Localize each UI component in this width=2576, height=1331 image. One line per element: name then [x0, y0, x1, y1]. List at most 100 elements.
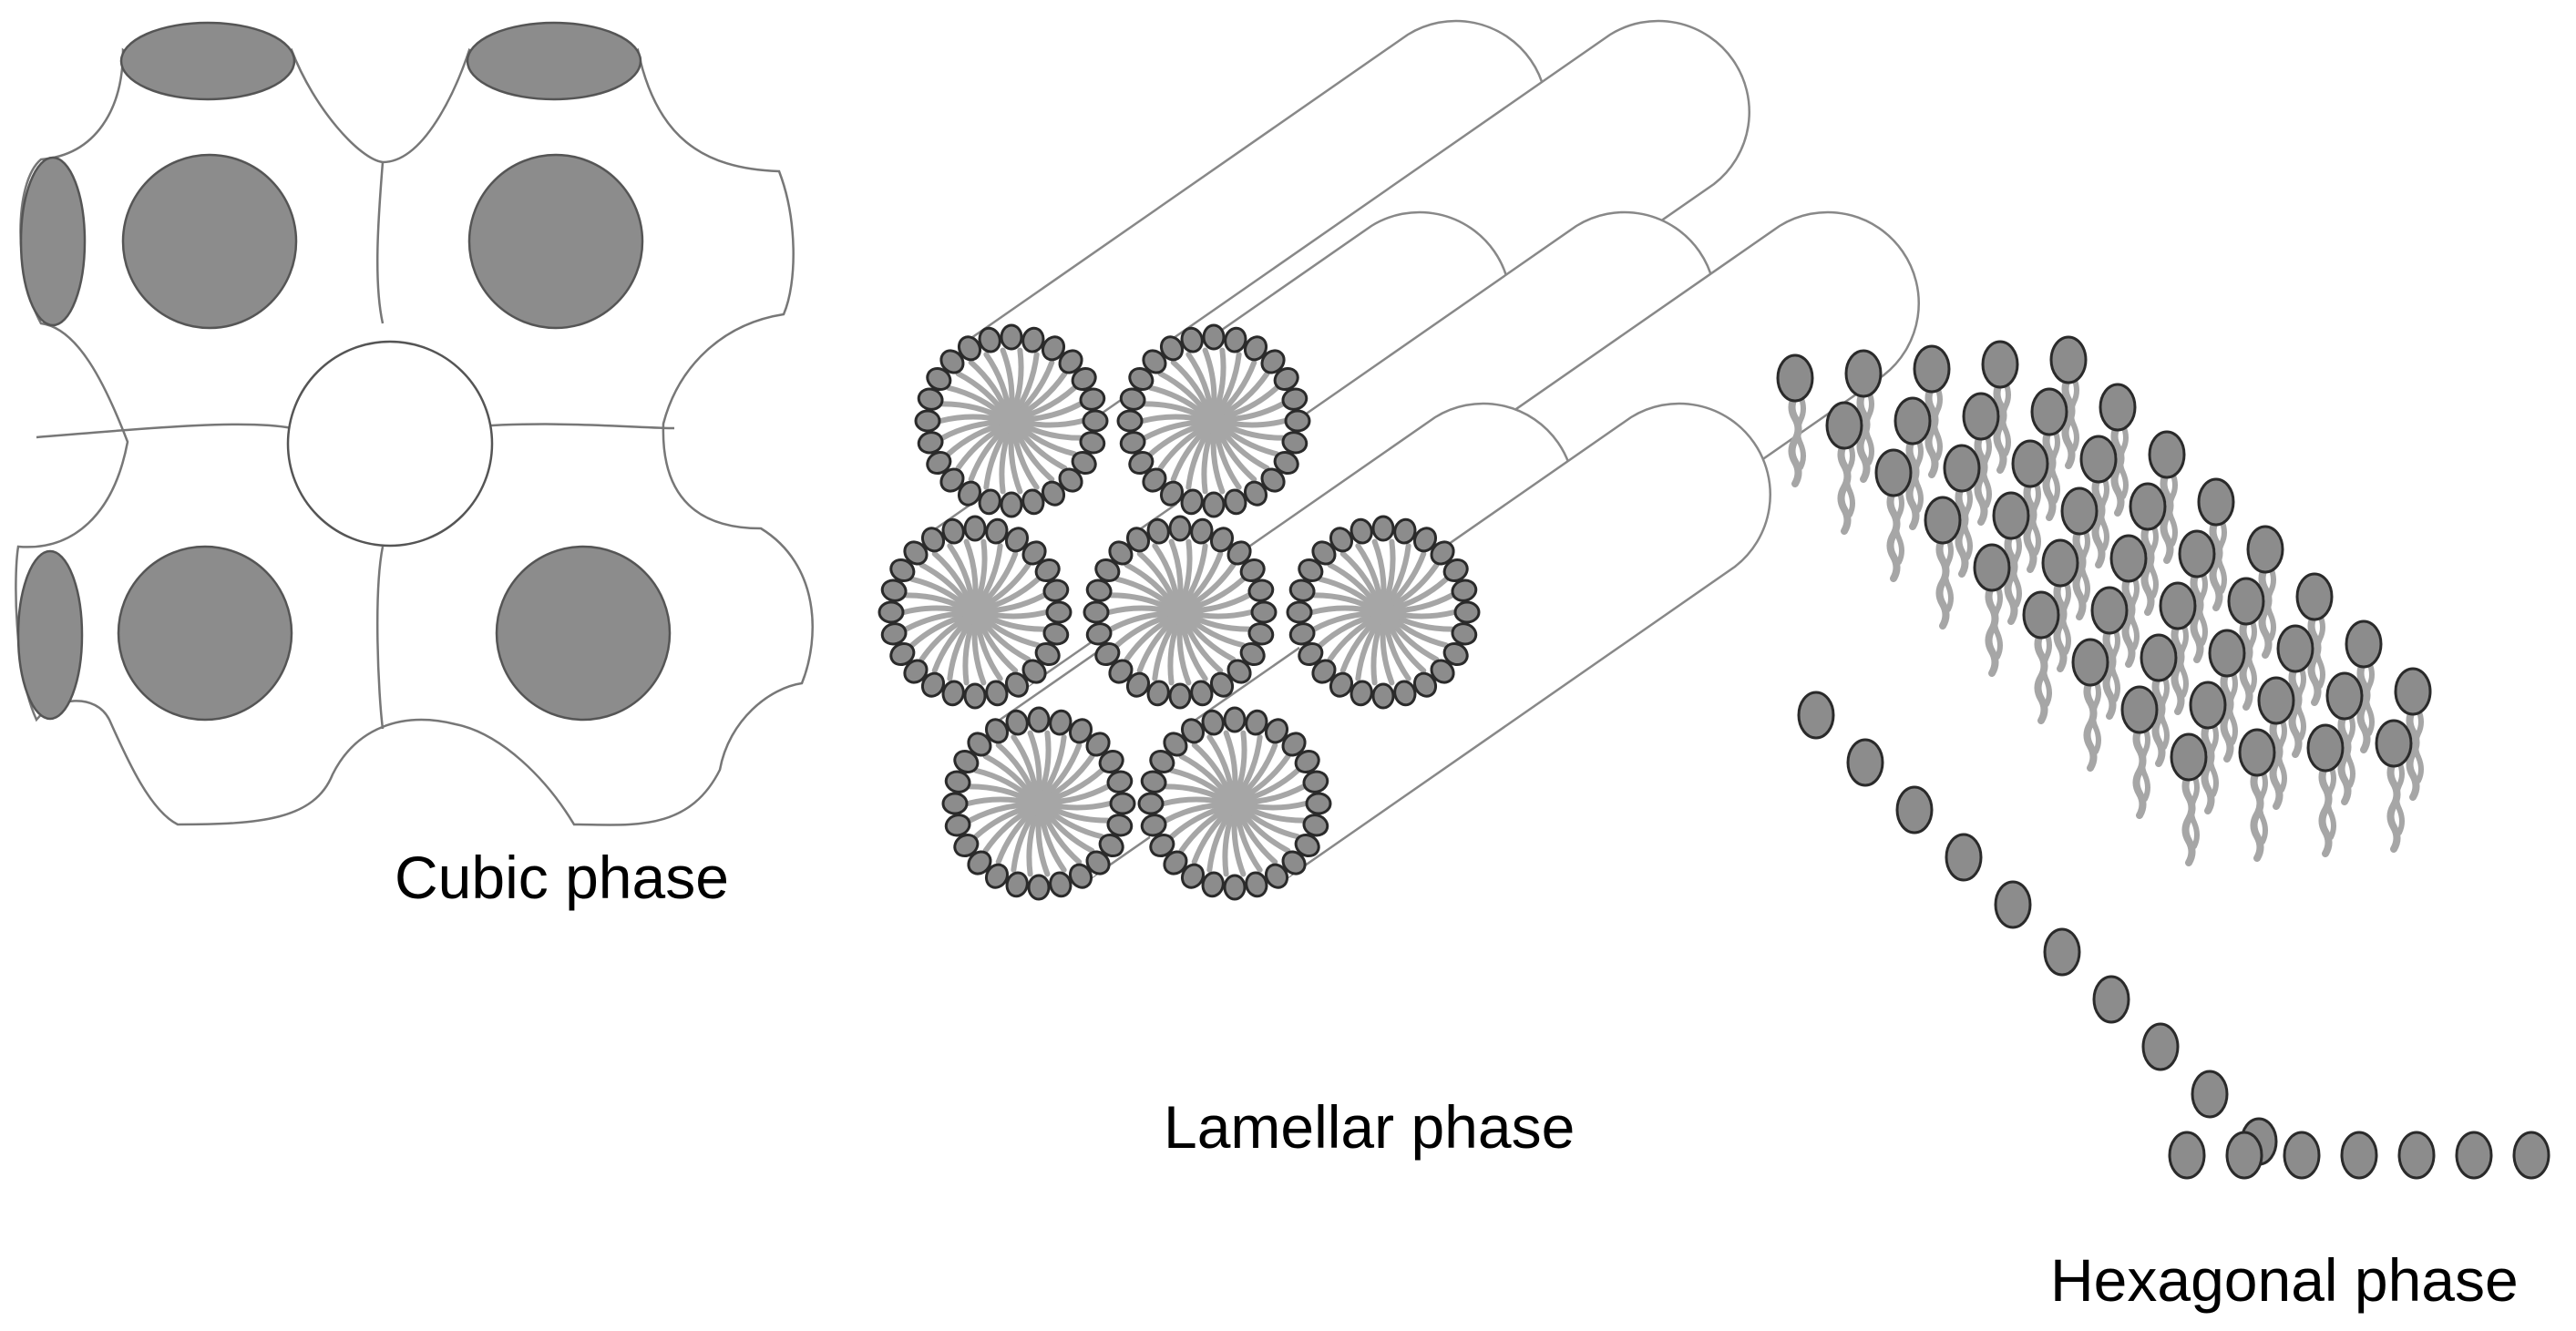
head-group: [1085, 622, 1113, 646]
head-group: [1106, 770, 1134, 793]
label-cubic-phase: Cubic phase: [395, 844, 729, 911]
head-group: [2141, 1022, 2180, 1071]
head-group: [1098, 833, 1124, 858]
head-group: [2238, 728, 2276, 777]
lipid: [2011, 439, 2049, 573]
head-group: [1894, 396, 1932, 445]
lipid: [2071, 638, 2109, 772]
lipid: [1895, 785, 1934, 834]
lipid-tail: [2102, 625, 2117, 720]
head-group: [1180, 718, 1206, 744]
lipid: [2276, 624, 2314, 758]
cubic-phase-structure: [15, 21, 814, 826]
head-group: [1874, 448, 1913, 497]
lipid-tail: [2109, 626, 2120, 702]
head-group: [1895, 785, 1934, 834]
label-hexagonal-phase: Hexagonal phase: [2050, 1246, 2519, 1314]
lipid-tail: [2148, 522, 2159, 599]
micelle: [1286, 515, 1481, 710]
head-group: [1004, 671, 1030, 698]
lipid-tail: [1788, 393, 1802, 487]
cubic-center-node: [286, 340, 494, 548]
lamellar-phase-structure: [877, 19, 1920, 901]
head-group: [1142, 349, 1167, 374]
head-group: [1371, 515, 1395, 542]
head-group: [1005, 871, 1029, 898]
head-group: [1281, 732, 1307, 757]
head-group: [1260, 467, 1286, 493]
head-group: [1350, 680, 1373, 707]
head-group: [1071, 366, 1097, 392]
head-group: [1159, 335, 1185, 362]
lipid-tail: [2160, 469, 2174, 564]
head-group: [1125, 671, 1151, 698]
lipid: [1874, 448, 1913, 582]
lipid: [2257, 676, 2295, 810]
lipid: [2129, 482, 2167, 616]
lipid: [2246, 525, 2284, 659]
head-group: [2011, 439, 2049, 488]
lipid-tail: [2307, 611, 2322, 706]
cubic-pore-bottom-right: [495, 545, 672, 722]
head-group: [1159, 480, 1185, 507]
head-group: [1128, 366, 1155, 392]
lipid-tail: [2356, 659, 2371, 753]
head-group: [1000, 323, 1023, 351]
lipid-tail: [2258, 564, 2273, 659]
lipid-tail: [1837, 440, 1852, 535]
head-group: [2208, 629, 2246, 678]
head-group: [1085, 578, 1113, 602]
head-group: [1298, 641, 1324, 667]
head-group: [2512, 1131, 2550, 1180]
head-group: [944, 770, 971, 793]
head-group: [920, 671, 946, 698]
head-group: [957, 480, 982, 507]
head-group: [2170, 732, 2208, 782]
lipid: [2170, 732, 2208, 866]
lipid-tail: [2129, 574, 2140, 650]
lipid: [1924, 496, 1962, 630]
rod-bundle: [922, 19, 1920, 880]
head-group: [1041, 480, 1066, 507]
head-group: [944, 814, 971, 837]
head-group: [941, 517, 965, 545]
head-group: [880, 578, 908, 602]
lipid-tail: [1924, 384, 1939, 478]
lipid: [1913, 344, 1951, 478]
head-group: [1146, 680, 1170, 707]
head-group: [1430, 659, 1455, 684]
head-group: [963, 682, 987, 710]
lipid: [2397, 1131, 2436, 1180]
lipid: [2041, 538, 2079, 672]
head-group: [1393, 680, 1417, 707]
head-group: [1288, 578, 1316, 602]
head-group: [1119, 431, 1146, 455]
head-group: [903, 659, 929, 684]
micelle-core: [962, 599, 988, 625]
head-group: [1913, 344, 1951, 394]
head-group: [1846, 738, 1884, 787]
head-group: [1163, 732, 1188, 757]
lipid-tail: [2132, 724, 2147, 819]
head-group: [1209, 527, 1235, 553]
head-group: [1294, 749, 1320, 774]
head-group: [1286, 600, 1313, 624]
head-group: [1250, 600, 1278, 624]
cubic-left-cap-top: [19, 156, 87, 327]
lipid-tail: [1795, 394, 1806, 470]
cubic-top-cap-left: [119, 21, 296, 101]
head-group: [1082, 409, 1109, 433]
head-group: [2455, 1131, 2493, 1180]
lipid: [1797, 691, 1835, 740]
micelle: [914, 323, 1109, 518]
head-group: [1042, 578, 1070, 602]
head-group: [920, 527, 946, 553]
head-group: [1226, 659, 1252, 684]
head-group: [1284, 409, 1311, 433]
lipid-tail: [2000, 380, 2011, 456]
head-group: [2225, 1131, 2263, 1180]
head-group: [1106, 814, 1134, 837]
cubic-pore-bottom-left: [117, 545, 293, 722]
lipid: [2030, 387, 2068, 521]
lipid-tail: [2189, 773, 2200, 849]
